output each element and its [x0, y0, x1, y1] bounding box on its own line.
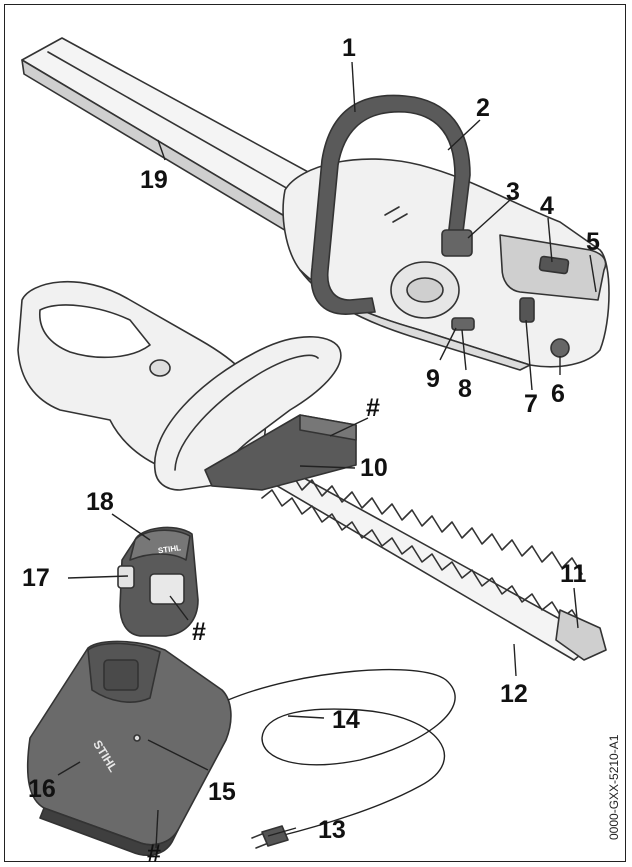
- cutter-bar-middle: [249, 465, 607, 661]
- label-17: 17: [22, 564, 50, 592]
- label-8: 8: [458, 375, 472, 403]
- label-3: 3: [506, 178, 520, 206]
- battery: STIHL: [117, 526, 199, 637]
- document-code: 0000-GXX-5210-A1: [607, 734, 621, 840]
- label-hash-10: #: [366, 394, 380, 422]
- label-11: 11: [560, 560, 587, 588]
- cutter-bar-top: [21, 37, 346, 251]
- label-13: 13: [318, 816, 346, 844]
- label-4: 4: [540, 192, 554, 220]
- label-9: 9: [426, 365, 440, 393]
- label-2: 2: [476, 94, 490, 122]
- battery-brand-text: STIHL: [157, 543, 181, 555]
- label-hash-17: #: [192, 618, 206, 646]
- label-7: 7: [524, 390, 538, 418]
- label-1: 1: [342, 34, 356, 62]
- charger: STIHL: [26, 640, 232, 856]
- front-handle-middle: [153, 336, 342, 491]
- label-16: 16: [28, 775, 56, 803]
- illustration-frame: [4, 4, 626, 862]
- label-18: 18: [86, 488, 114, 516]
- label-hash-16: #: [147, 840, 161, 867]
- front-handle-top: [310, 94, 471, 315]
- part-labels: 1 2 3 4 5 6 7 8 9 10 11 12 13 14 15 16 1…: [22, 34, 600, 867]
- label-19: 19: [140, 166, 168, 194]
- rear-handle-top: [441, 229, 607, 358]
- label-15: 15: [208, 778, 236, 806]
- label-6: 6: [551, 380, 565, 408]
- label-10: 10: [360, 454, 388, 482]
- blade-guard: [204, 414, 357, 491]
- label-12: 12: [500, 680, 528, 708]
- leader-lines: [57, 61, 597, 849]
- label-5: 5: [586, 228, 600, 256]
- label-14: 14: [332, 706, 360, 734]
- power-cord: [227, 668, 456, 849]
